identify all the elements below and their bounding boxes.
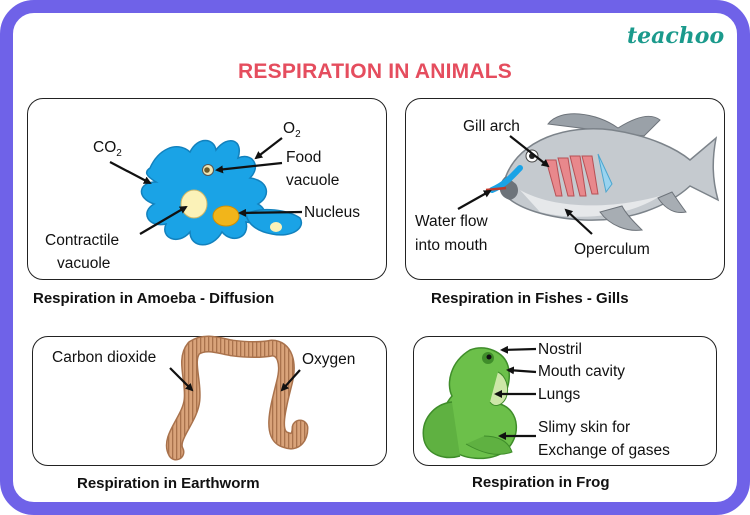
fish-caption: Respiration in Fishes - Gills bbox=[431, 290, 629, 307]
earthworm-illustration bbox=[165, 335, 309, 461]
teachoo-logo: teachoo bbox=[627, 23, 725, 49]
water-flow-label-line2: into mouth bbox=[415, 237, 488, 254]
lungs-label: Lungs bbox=[538, 386, 581, 403]
food-vacuole-label-line1: Food bbox=[286, 149, 322, 166]
food-vacuole-label-line2: vacuole bbox=[286, 172, 340, 189]
frog-illustration bbox=[422, 347, 518, 460]
slimy-skin-label-line2: Exchange of gases bbox=[538, 442, 670, 459]
oxygen-label: Oxygen bbox=[302, 351, 356, 368]
water-flow-label-line1: Water flow bbox=[415, 213, 488, 230]
carbon-dioxide-label: Carbon dioxide bbox=[52, 349, 157, 366]
gill-arch-label: Gill arch bbox=[463, 118, 520, 135]
nostril-label: Nostril bbox=[538, 341, 582, 358]
page-title: RESPIRATION IN ANIMALS bbox=[238, 60, 512, 83]
mouth-cavity-label: Mouth cavity bbox=[538, 363, 626, 380]
amoeba-co2-label: CO2 bbox=[93, 139, 122, 160]
amoeba-o2-label: O2 bbox=[283, 120, 301, 141]
slimy-skin-label-line1: Slimy skin for bbox=[538, 419, 631, 436]
operculum-label: Operculum bbox=[574, 241, 650, 258]
contractile-vacuole-label-line2: vacuole bbox=[57, 255, 111, 272]
frog-caption: Respiration in Frog bbox=[472, 474, 610, 491]
amoeba-illustration bbox=[140, 139, 303, 246]
nucleus-label: Nucleus bbox=[304, 204, 360, 221]
contractile-vacuole-label-line1: Contractile bbox=[45, 232, 120, 249]
fish-illustration bbox=[485, 113, 720, 231]
earthworm-caption: Respiration in Earthworm bbox=[77, 475, 260, 492]
amoeba-caption: Respiration in Amoeba - Diffusion bbox=[33, 290, 275, 307]
